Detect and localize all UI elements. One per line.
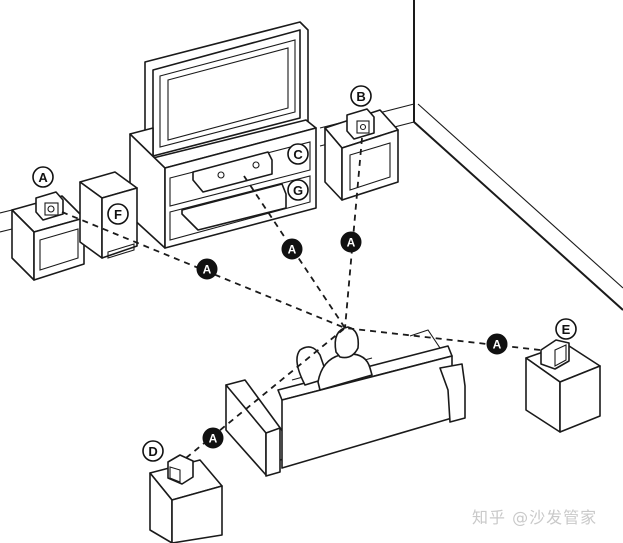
distance-marker-label: A [347,236,356,250]
label-text: D [148,444,157,459]
surround-right-speaker-face [554,344,567,367]
distance-marker-circle [281,238,303,260]
distance-marker-front-right: A [340,231,362,253]
label-circle [555,318,577,340]
surround-left-speaker-body [167,454,194,485]
label-subwoofer: F [107,203,129,225]
center-speaker-body [192,151,273,193]
surround-left-speaker-face [169,466,181,483]
label-text: F [114,207,122,222]
front-right-speaker [346,108,375,140]
distance-marker-center: A [281,238,303,260]
listener-head [334,326,360,359]
label-text: C [293,147,303,162]
label-circle [350,85,372,107]
front-right-speaker-face [356,120,370,134]
label-circle [287,179,309,201]
front-right-speaker-driver [359,123,367,131]
sightline-front-right [344,137,363,329]
label-text: E [562,322,571,337]
receiver-body [181,183,287,231]
distance-marker-label: A [203,263,212,277]
floor-wall-edge [413,121,623,311]
front-right-stand-front [341,129,399,201]
label-surround-left-speaker: D [142,440,164,462]
av-receiver [181,183,287,231]
center-speaker-driver-left [217,171,225,179]
front-left-speaker [35,191,64,221]
label-receiver: G [287,179,309,201]
surround-left-stand-side [149,472,173,543]
distance-marker-circle [340,231,362,253]
surround-left-speaker [167,454,194,485]
distance-marker-label: A [209,432,218,446]
label-front-left-speaker: A [32,166,54,188]
label-text: B [356,89,365,104]
front-left-speaker-driver [47,205,55,213]
baseboard-left-bottom [0,228,13,233]
front-right-speaker-body [346,108,375,140]
center-speaker [192,151,273,193]
label-front-right-speaker: B [350,85,372,107]
surround-right-speaker [540,339,570,370]
distance-marker-front-left: A [196,258,218,280]
sofa-left-arm-front [265,427,281,477]
label-center-speaker: C [287,143,309,165]
tv-bezel-inner [159,39,296,148]
distance-marker-circle [202,427,224,449]
distance-marker-label: A [288,243,297,257]
front-left-speaker-face [44,202,59,216]
label-surround-right-speaker: E [555,318,577,340]
baseboard-right [417,103,623,289]
front-right-stand-panel [349,142,391,191]
distance-marker-label: A [493,338,502,352]
distance-marker-surround-left: A [202,427,224,449]
distance-marker-circle [196,258,218,280]
sightline-front-left [61,211,346,329]
listener [296,326,373,391]
label-text: G [293,183,303,198]
television [144,21,309,161]
front-left-stand [11,195,85,281]
label-circle [142,440,164,462]
surround-right-stand-front [559,365,601,433]
tv-stand-shelf-lower [169,175,311,241]
baseboard-left-top [0,209,13,214]
distance-marker-circle [486,333,508,355]
label-text: A [38,170,48,185]
watermark: 知乎 @沙发管家 [472,508,598,527]
sofa-right-arm [439,363,466,423]
front-left-stand-panel [39,228,79,271]
label-circle [107,203,129,225]
subwoofer-base [107,243,135,259]
distance-marker-surround-right: A [486,333,508,355]
label-circle [32,166,54,188]
front-left-stand-front [33,217,85,281]
surround-left-stand-front [171,485,223,543]
tv-screen [167,47,289,141]
sofa-right-cushion [409,329,441,349]
center-speaker-driver-right [252,161,260,169]
label-circle [287,143,309,165]
